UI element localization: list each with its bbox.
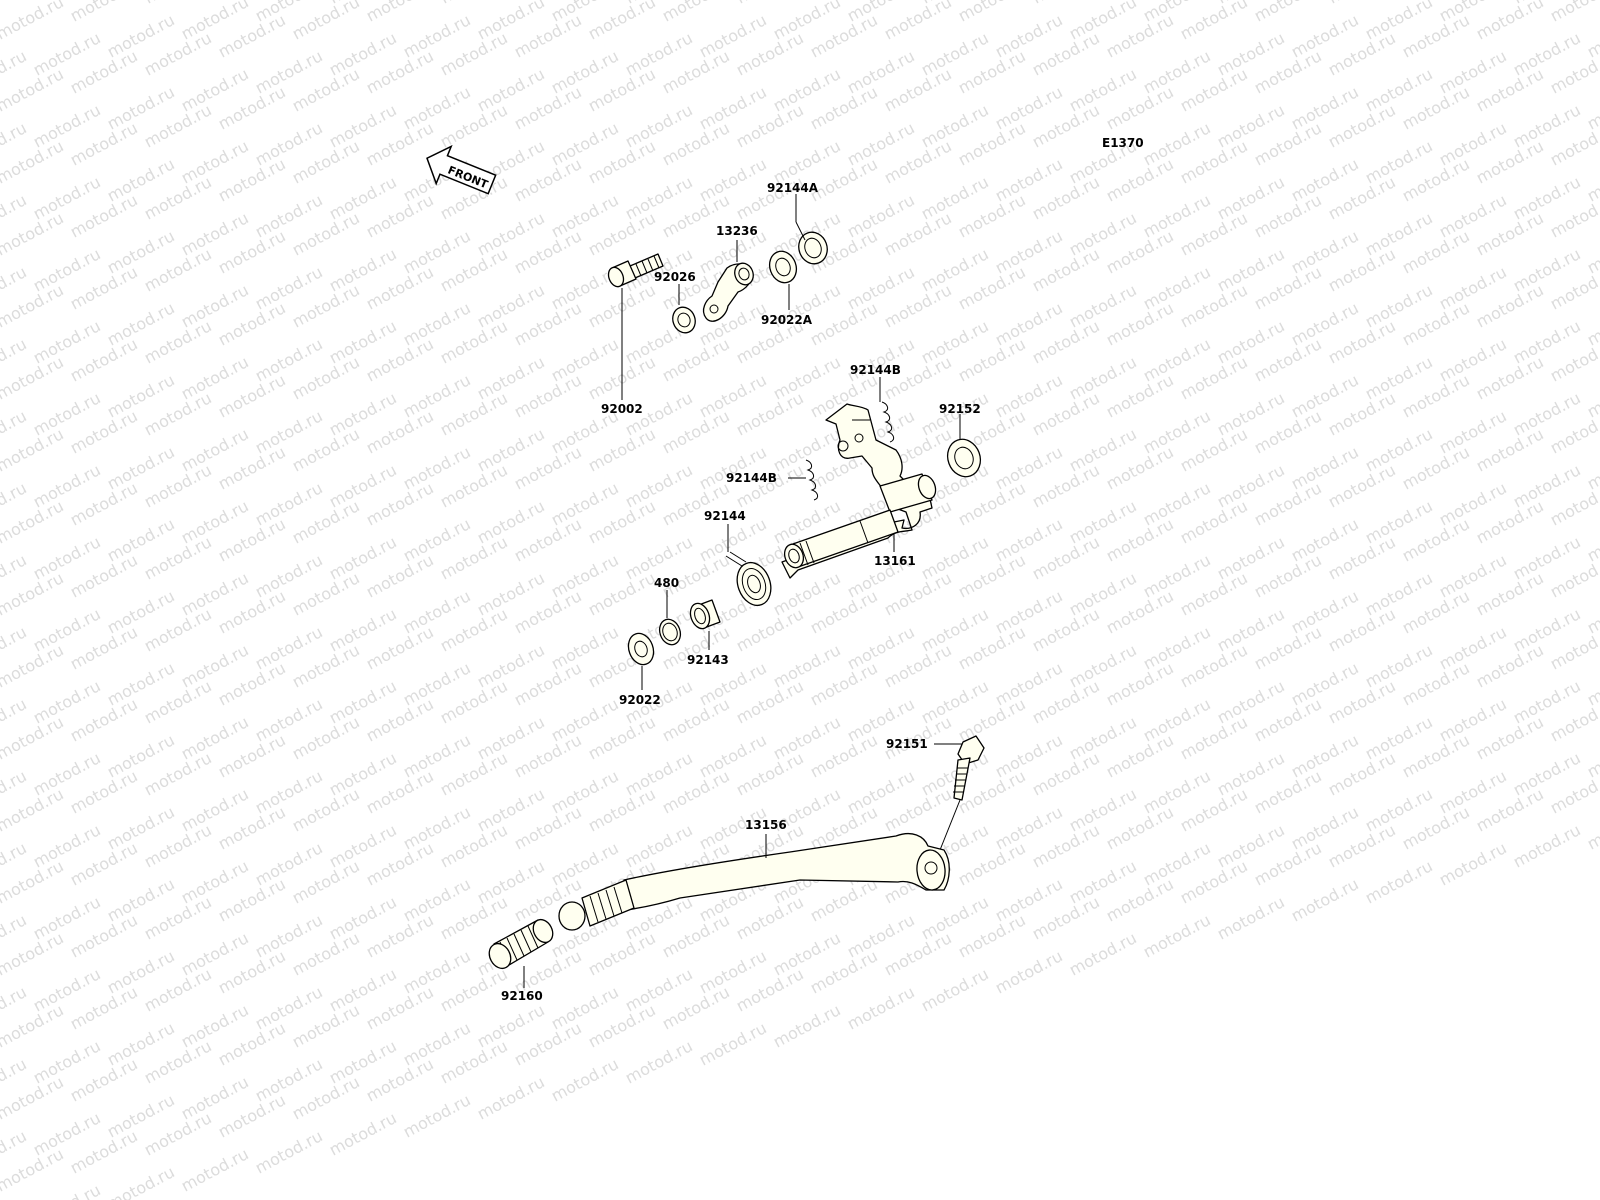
watermark-text: motod.ru: [918, 964, 992, 1015]
watermark-text: motod.ru: [1473, 0, 1547, 44]
watermark-text: motod.ru: [1436, 838, 1510, 889]
watermark-text: motod.ru: [1325, 0, 1399, 8]
watermark-text: motod.ru: [474, 1072, 548, 1123]
watermark-text: motod.ru: [400, 1090, 474, 1141]
label-92002: 92002: [601, 402, 643, 416]
watermark-text: motod.ru: [1177, 0, 1251, 44]
part-92160[interactable]: [485, 916, 557, 972]
watermark-text: motod.ru: [289, 0, 363, 44]
watermark-text: motod.ru: [1362, 856, 1436, 907]
part-92144A[interactable]: [794, 221, 831, 268]
watermark-text: motod.ru: [733, 0, 807, 8]
watermark-text: motod.ru: [1288, 874, 1362, 925]
part-92152[interactable]: [942, 435, 985, 482]
watermark-text: motod.ru: [659, 0, 733, 26]
watermark-text: motod.ru: [881, 0, 955, 44]
watermark-text: motod.ru: [363, 0, 437, 26]
watermark-text: motod.ru: [0, 0, 30, 8]
watermark-text: motod.ru: [1140, 910, 1214, 961]
diagram-code: E1370: [1102, 136, 1144, 150]
label-92151: 92151: [886, 737, 928, 751]
watermark-text: motod.ru: [1584, 802, 1600, 853]
watermark-text: motod.ru: [622, 1036, 696, 1087]
label-92144: 92144: [704, 509, 746, 523]
watermark-text: motod.ru: [67, 0, 141, 26]
watermark-text: motod.ru: [955, 0, 1029, 26]
label-92144A: 92144A: [767, 181, 819, 195]
label-92022: 92022: [619, 693, 661, 707]
part-13156[interactable]: [558, 832, 950, 931]
watermark-text: motod.ru: [141, 0, 215, 8]
label-92160: 92160: [501, 989, 543, 1003]
watermark-text: motod.ru: [696, 1018, 770, 1069]
label-92022A: 92022A: [761, 313, 813, 327]
label-92026: 92026: [654, 270, 696, 284]
label-13161: 13161: [874, 554, 916, 568]
watermark-text: motod.ru: [585, 0, 659, 44]
part-92144B-mid[interactable]: [805, 459, 819, 501]
label-13156: 13156: [745, 818, 787, 832]
part-92144B-top[interactable]: [881, 401, 895, 443]
label-92144B-top: 92144B: [850, 363, 901, 377]
watermark-text: motod.ru: [437, 0, 511, 8]
label-13236: 13236: [716, 224, 758, 238]
watermark-text: motod.ru: [548, 1054, 622, 1105]
label-92144B-mid: 92144B: [726, 471, 777, 485]
watermark-text: motod.ru: [992, 946, 1066, 997]
watermark-text: motod.ru: [1066, 928, 1140, 979]
watermark-text: motod.ru: [252, 1126, 326, 1177]
part-13161[interactable]: [781, 403, 938, 579]
watermark-text: motod.ru: [1029, 0, 1103, 8]
part-480[interactable]: [656, 616, 684, 647]
watermark-text: motod.ru: [30, 1180, 104, 1200]
part-13236[interactable]: [702, 261, 757, 322]
part-92151[interactable]: [953, 735, 985, 801]
watermark-text: motod.ru: [0, 0, 67, 44]
watermark-text: motod.ru: [770, 1000, 844, 1051]
label-480: 480: [654, 576, 679, 590]
label-92143: 92143: [687, 653, 729, 667]
watermark-text: motod.ru: [844, 982, 918, 1033]
watermark-text: motod.ru: [1510, 820, 1584, 871]
part-92026[interactable]: [669, 304, 699, 336]
watermark-text: motod.ru: [104, 1162, 178, 1200]
watermark-text: motod.ru: [326, 1108, 400, 1159]
part-92022[interactable]: [624, 630, 657, 668]
part-92144[interactable]: [725, 551, 777, 610]
part-92143[interactable]: [687, 599, 721, 631]
label-92152: 92152: [939, 402, 981, 416]
watermark-text: motod.ru: [1547, 0, 1600, 26]
watermark-text: motod.ru: [1214, 892, 1288, 943]
watermark-text: motod.ru: [1251, 0, 1325, 26]
watermark-text: motod.ru: [178, 1144, 252, 1195]
part-92022A[interactable]: [765, 248, 800, 287]
part-92002[interactable]: [606, 253, 664, 289]
